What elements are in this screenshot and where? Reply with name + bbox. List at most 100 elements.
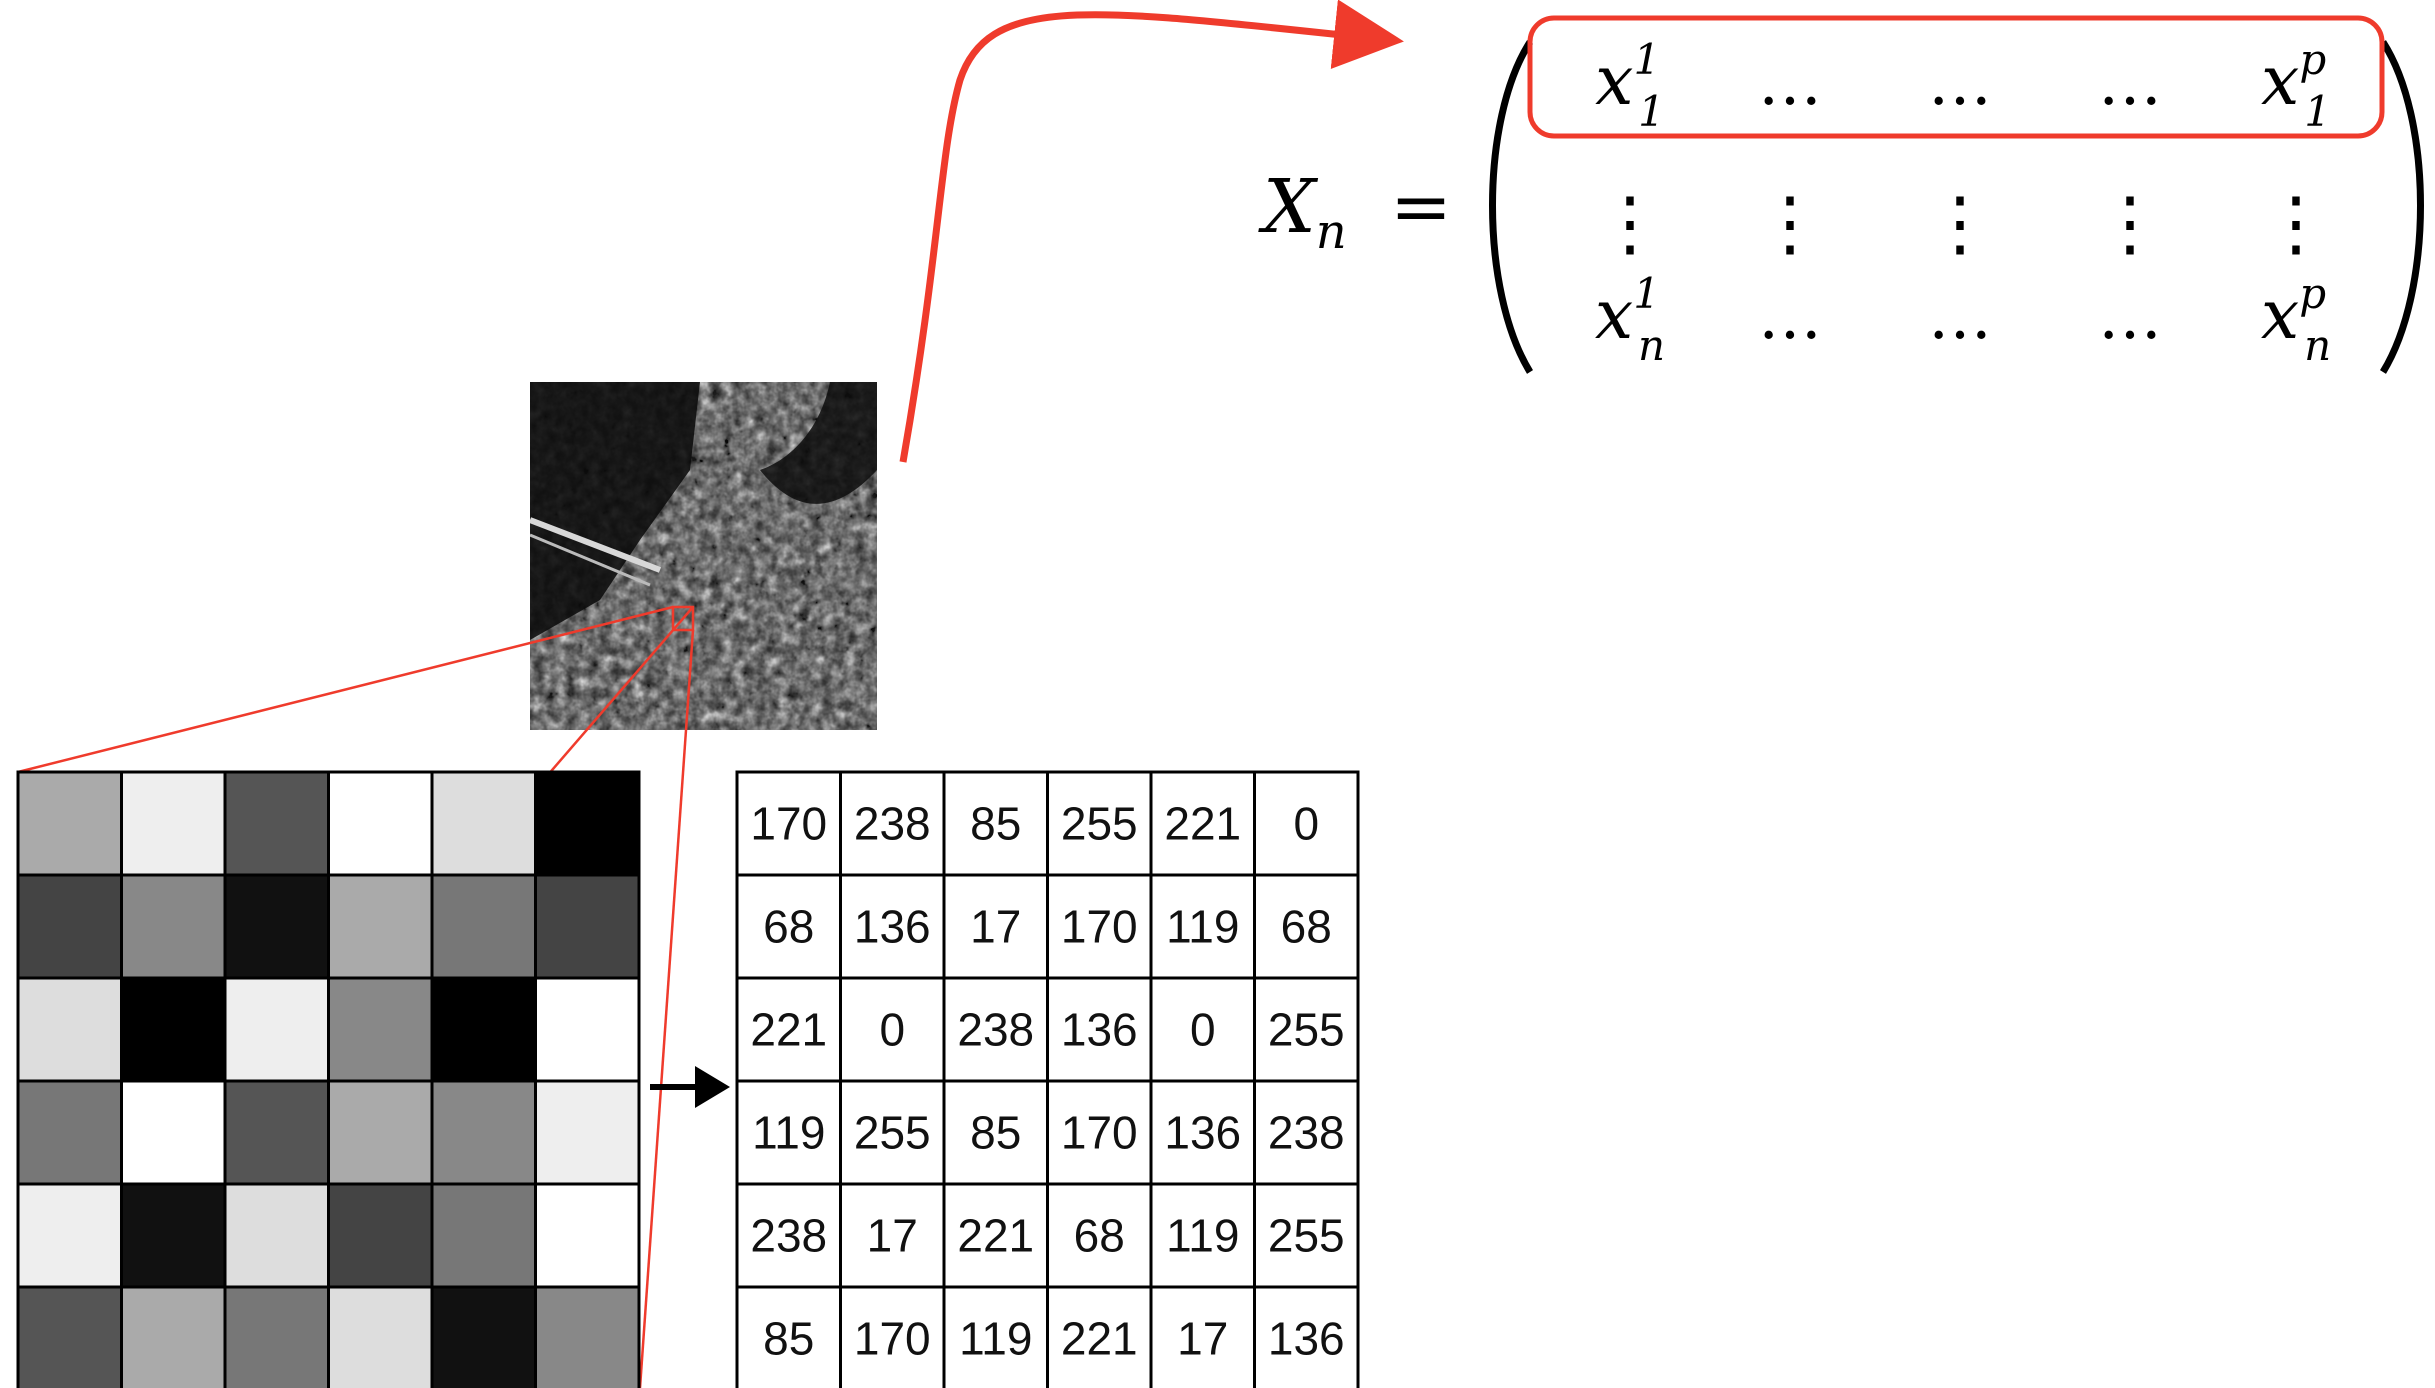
- value-label: 136: [1164, 1107, 1241, 1159]
- value-cell: 255: [1046, 770, 1153, 877]
- value-cell: 0: [839, 976, 946, 1083]
- value-label: 255: [1268, 1210, 1345, 1262]
- value-cell: 0: [1149, 976, 1256, 1083]
- value-label: 238: [957, 1004, 1034, 1056]
- value-label: 85: [970, 1107, 1021, 1159]
- value-cell: 255: [1253, 976, 1360, 1083]
- matrix-entry: …: [1928, 280, 1992, 354]
- pixel-cell: [430, 1285, 537, 1388]
- satellite-image-icon: [530, 382, 877, 730]
- value-cell: 255: [839, 1079, 946, 1186]
- value-cell: 85: [942, 1079, 1049, 1186]
- matrix-entry: …: [1758, 46, 1822, 120]
- pixel-cell: [534, 1285, 641, 1388]
- value-label: 255: [1268, 1004, 1345, 1056]
- pixel-cell: [223, 976, 330, 1083]
- value-label: 170: [1061, 1107, 1138, 1159]
- arrow-right-icon: [650, 1066, 730, 1108]
- value-cell: 68: [735, 873, 842, 980]
- value-label: 136: [1061, 1004, 1138, 1056]
- equals-sign: =: [1390, 164, 1452, 250]
- pixel-cell: [430, 1079, 537, 1186]
- pixel-cell: [327, 976, 434, 1083]
- pixel-cell: [223, 873, 330, 980]
- pixel-cell: [430, 976, 537, 1083]
- value-label: 221: [1164, 798, 1241, 850]
- value-cell: 238: [942, 976, 1049, 1083]
- pixel-cell: [120, 873, 227, 980]
- value-label: 68: [763, 901, 814, 953]
- matrix-entry: …: [2098, 280, 2162, 354]
- value-label: 221: [957, 1210, 1034, 1262]
- pixel-cell: [534, 873, 641, 980]
- pixel-cell: [120, 1182, 227, 1289]
- pixel-cell: [327, 873, 434, 980]
- pixel-grid: [16, 770, 641, 1388]
- value-cell: 17: [1149, 1285, 1256, 1388]
- value-cell: 85: [942, 770, 1049, 877]
- value-label: 136: [1268, 1313, 1345, 1365]
- matrix-entry: …: [1758, 280, 1822, 354]
- value-label: 119: [959, 1313, 1032, 1365]
- pixel-cell: [430, 770, 537, 877]
- value-cell: 119: [735, 1079, 842, 1186]
- value-label: 221: [750, 1004, 827, 1056]
- matrix-lhs: Xn: [1258, 164, 1347, 260]
- value-cell: 0: [1253, 770, 1360, 877]
- pixel-cell: [223, 1182, 330, 1289]
- vertical-ellipsis: ⋮: [2260, 181, 2332, 265]
- value-cell: 221: [942, 1182, 1049, 1289]
- value-cell: 221: [1046, 1285, 1153, 1388]
- value-cell: 221: [735, 976, 842, 1083]
- value-label: 255: [854, 1107, 931, 1159]
- value-cell: 136: [839, 873, 946, 980]
- pixel-cell: [120, 976, 227, 1083]
- pixel-cell: [327, 1079, 434, 1186]
- value-label: 0: [879, 1004, 905, 1056]
- value-label: 0: [1293, 798, 1319, 850]
- pixel-cell: [327, 770, 434, 877]
- value-cell: 221: [1149, 770, 1256, 877]
- vertical-ellipsis: ⋮: [1594, 181, 1666, 265]
- pixel-cell: [327, 1182, 434, 1289]
- value-cell: 136: [1046, 976, 1153, 1083]
- value-cell: 136: [1149, 1079, 1256, 1186]
- selection-box: [671, 605, 695, 632]
- value-cell: 170: [1046, 1079, 1153, 1186]
- pixel-cell: [120, 1079, 227, 1186]
- right-paren: [2380, 40, 2424, 374]
- value-cell: 170: [839, 1285, 946, 1388]
- value-label: 0: [1190, 1004, 1216, 1056]
- pixel-cell: [223, 1079, 330, 1186]
- value-cell: 136: [1253, 1285, 1360, 1388]
- matrix-entry: …: [1928, 46, 1992, 120]
- pixel-cell: [430, 873, 537, 980]
- value-cell: 85: [735, 1285, 842, 1388]
- pixel-cell: [223, 1285, 330, 1388]
- pixel-cell: [223, 770, 330, 877]
- value-cell: 119: [942, 1285, 1049, 1388]
- pixel-cell: [534, 1182, 641, 1289]
- value-cell: 170: [735, 770, 842, 877]
- value-label: 68: [1281, 901, 1332, 953]
- value-cell: 255: [1253, 1182, 1360, 1289]
- value-label: 119: [1166, 901, 1239, 953]
- vertical-ellipsis: ⋮: [2094, 181, 2166, 265]
- value-label: 136: [854, 901, 931, 953]
- value-label: 68: [1074, 1210, 1125, 1262]
- pixel-cell: [120, 1285, 227, 1388]
- value-cell: 17: [942, 873, 1049, 980]
- value-label: 221: [1061, 1313, 1138, 1365]
- pixel-cell: [16, 976, 123, 1083]
- pixel-cell: [16, 770, 123, 877]
- matrix-entry: …: [2098, 46, 2162, 120]
- vertical-ellipsis: ⋮: [1754, 181, 1826, 265]
- value-label: 17: [970, 901, 1021, 953]
- value-label: 17: [1177, 1313, 1228, 1365]
